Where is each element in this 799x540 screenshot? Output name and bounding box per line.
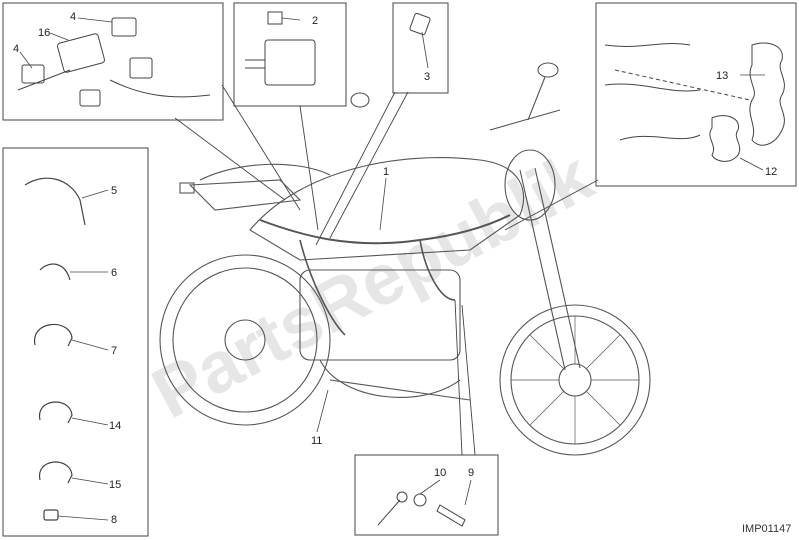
leader-line-bolt-2 <box>461 304 476 456</box>
callout-3: 3 <box>424 71 430 83</box>
motorcycle-illustration <box>159 62 651 456</box>
inset-box-holders <box>595 2 797 187</box>
clamp-15 <box>39 461 73 484</box>
callout-2: 2 <box>312 15 318 27</box>
callout-13: 13 <box>716 70 728 82</box>
leader-line-relays-2 <box>221 84 301 211</box>
callout-8: 8 <box>111 514 117 526</box>
callout-5: 5 <box>111 185 117 197</box>
cable-tie-5 <box>24 177 86 226</box>
inset-box-relays <box>2 2 224 121</box>
inset-box-connector <box>392 2 449 94</box>
callout-4-top: 4 <box>70 11 76 23</box>
callout-9: 9 <box>468 467 474 479</box>
callout-1: 1 <box>383 166 389 178</box>
fuse-parts-illustration <box>245 11 316 86</box>
clamp-14 <box>39 401 73 424</box>
holder-parts-illustration <box>604 42 785 162</box>
callout-10: 10 <box>434 467 446 479</box>
watermark-text: PartsRepublik <box>140 136 606 434</box>
leader-line-bolt <box>454 299 463 456</box>
callout-15: 15 <box>109 479 121 491</box>
cable-tie-6 <box>39 263 71 281</box>
clamp-parts-illustration <box>24 177 86 521</box>
clamp-7 <box>34 324 73 347</box>
inset-box-clamps <box>2 147 149 537</box>
watermark: PartsRepublik <box>140 136 606 434</box>
leader-line-relays <box>174 117 286 201</box>
callout-7: 7 <box>111 345 117 357</box>
callout-16: 16 <box>38 27 50 39</box>
clip-8 <box>43 509 59 521</box>
callout-4-left: 4 <box>13 43 19 55</box>
callout-14: 14 <box>109 420 121 432</box>
inset-box-bolt <box>354 454 499 536</box>
bolt-parts-illustration <box>377 491 466 527</box>
callout-6: 6 <box>111 267 117 279</box>
inset-box-fuses <box>233 2 347 107</box>
reference-code: IMP01147 <box>742 523 791 535</box>
relay-parts-illustration <box>17 17 211 107</box>
connector-illustration <box>409 12 431 36</box>
leader-line-holders <box>504 179 599 231</box>
callout-11: 11 <box>311 435 322 447</box>
callout-12: 12 <box>765 166 777 178</box>
